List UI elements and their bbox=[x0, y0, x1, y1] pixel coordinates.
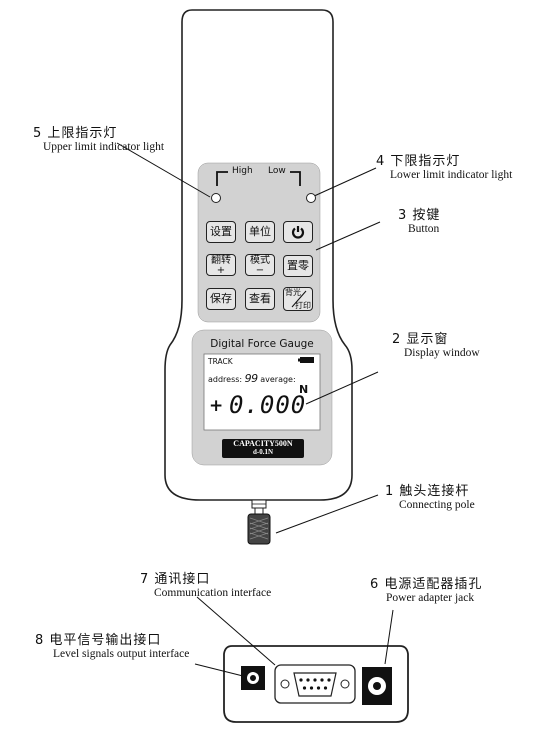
backlight-label: 背光 bbox=[285, 288, 301, 297]
save-button[interactable]: 保存 bbox=[206, 288, 236, 310]
callout-cn: 按键 bbox=[412, 208, 441, 223]
capacity-line1: CAPACITY500N bbox=[233, 439, 293, 448]
battery-icon bbox=[300, 357, 314, 363]
callout-en: Upper limit indicator light bbox=[43, 141, 165, 153]
address-value: 99 bbox=[244, 372, 259, 385]
capacity-plate: CAPACITY500N d-0.1N bbox=[222, 439, 304, 458]
callout-number: 2 bbox=[392, 332, 402, 347]
address-row: address: 99 average: bbox=[208, 372, 296, 385]
address-label: address: bbox=[208, 375, 243, 384]
display-title: Digital Force Gauge bbox=[210, 338, 314, 350]
callout-number: 4 bbox=[376, 154, 386, 169]
capacity-line2: d-0.1N bbox=[252, 448, 274, 456]
callout-communication: 7 通讯接口 Communication interface bbox=[140, 568, 271, 599]
callout-number: 6 bbox=[370, 577, 380, 592]
backlight-print-button[interactable]: 背光 打印 bbox=[283, 287, 313, 311]
callout-cn: 电源适配器插孔 bbox=[384, 577, 483, 592]
callout-upper-limit: 5 上限指示灯 Upper limit indicator light bbox=[33, 122, 164, 153]
callout-cn: 上限指示灯 bbox=[47, 126, 118, 141]
callout-en: Button bbox=[408, 223, 440, 235]
high-bracket bbox=[216, 171, 228, 186]
callout-number: 1 bbox=[385, 484, 395, 499]
callout-en: Display window bbox=[404, 347, 480, 359]
callout-number: 5 bbox=[33, 126, 43, 141]
power-icon bbox=[291, 226, 305, 239]
unit-button[interactable]: 单位 bbox=[245, 221, 275, 243]
low-label: Low bbox=[268, 166, 286, 176]
flip-label: 翻转 bbox=[211, 255, 231, 266]
low-bracket bbox=[290, 171, 301, 186]
zero-button[interactable]: 置零 bbox=[283, 255, 313, 277]
callout-lower-limit: 4 下限指示灯 Lower limit indicator light bbox=[376, 150, 512, 181]
callout-display: 2 显示窗 Display window bbox=[392, 328, 480, 359]
average-label: average: bbox=[260, 375, 296, 384]
callout-cn: 触头连接杆 bbox=[399, 484, 470, 499]
sign-indicator: + bbox=[209, 396, 224, 416]
callout-en: Connecting pole bbox=[399, 499, 475, 511]
power-button[interactable] bbox=[283, 221, 313, 243]
flip-button[interactable]: 翻转 + bbox=[206, 254, 236, 276]
callout-button: 3 按键 Button bbox=[398, 204, 440, 235]
mode-sub-label: − bbox=[255, 265, 265, 276]
high-label: High bbox=[232, 166, 253, 176]
high-limit-led bbox=[211, 193, 221, 203]
flip-sub-label: + bbox=[216, 265, 226, 276]
callout-cn: 电平信号输出接口 bbox=[49, 633, 162, 648]
mode-label: 模式 bbox=[250, 255, 270, 266]
force-reading: 0.000 bbox=[229, 391, 307, 419]
callout-number: 8 bbox=[35, 633, 45, 648]
set-button[interactable]: 设置 bbox=[206, 221, 236, 243]
callout-cn: 通讯接口 bbox=[154, 572, 211, 587]
print-label: 打印 bbox=[295, 301, 311, 310]
callout-number: 3 bbox=[398, 208, 408, 223]
callout-power-adapter: 6 电源适配器插孔 Power adapter jack bbox=[370, 573, 482, 604]
callout-en: Communication interface bbox=[154, 587, 272, 599]
callout-cn: 下限指示灯 bbox=[390, 154, 461, 169]
unit-label: N bbox=[299, 383, 309, 396]
callout-cn: 显示窗 bbox=[406, 332, 449, 347]
lcd-screen bbox=[203, 353, 321, 431]
mode-button[interactable]: 模式 − bbox=[245, 254, 275, 276]
connecting-pole bbox=[247, 513, 271, 545]
callout-en: Lower limit indicator light bbox=[390, 169, 513, 181]
view-button[interactable]: 查看 bbox=[245, 288, 275, 310]
callout-en: Power adapter jack bbox=[386, 592, 475, 604]
callout-connecting-pole: 1 触头连接杆 Connecting pole bbox=[385, 480, 475, 511]
callout-level-output: 8 电平信号输出接口 Level signals output interfac… bbox=[35, 629, 189, 660]
low-limit-led bbox=[306, 193, 316, 203]
callout-en: Level signals output interface bbox=[53, 648, 190, 660]
mode-indicator: TRACK bbox=[208, 357, 233, 366]
callout-number: 7 bbox=[140, 572, 150, 587]
